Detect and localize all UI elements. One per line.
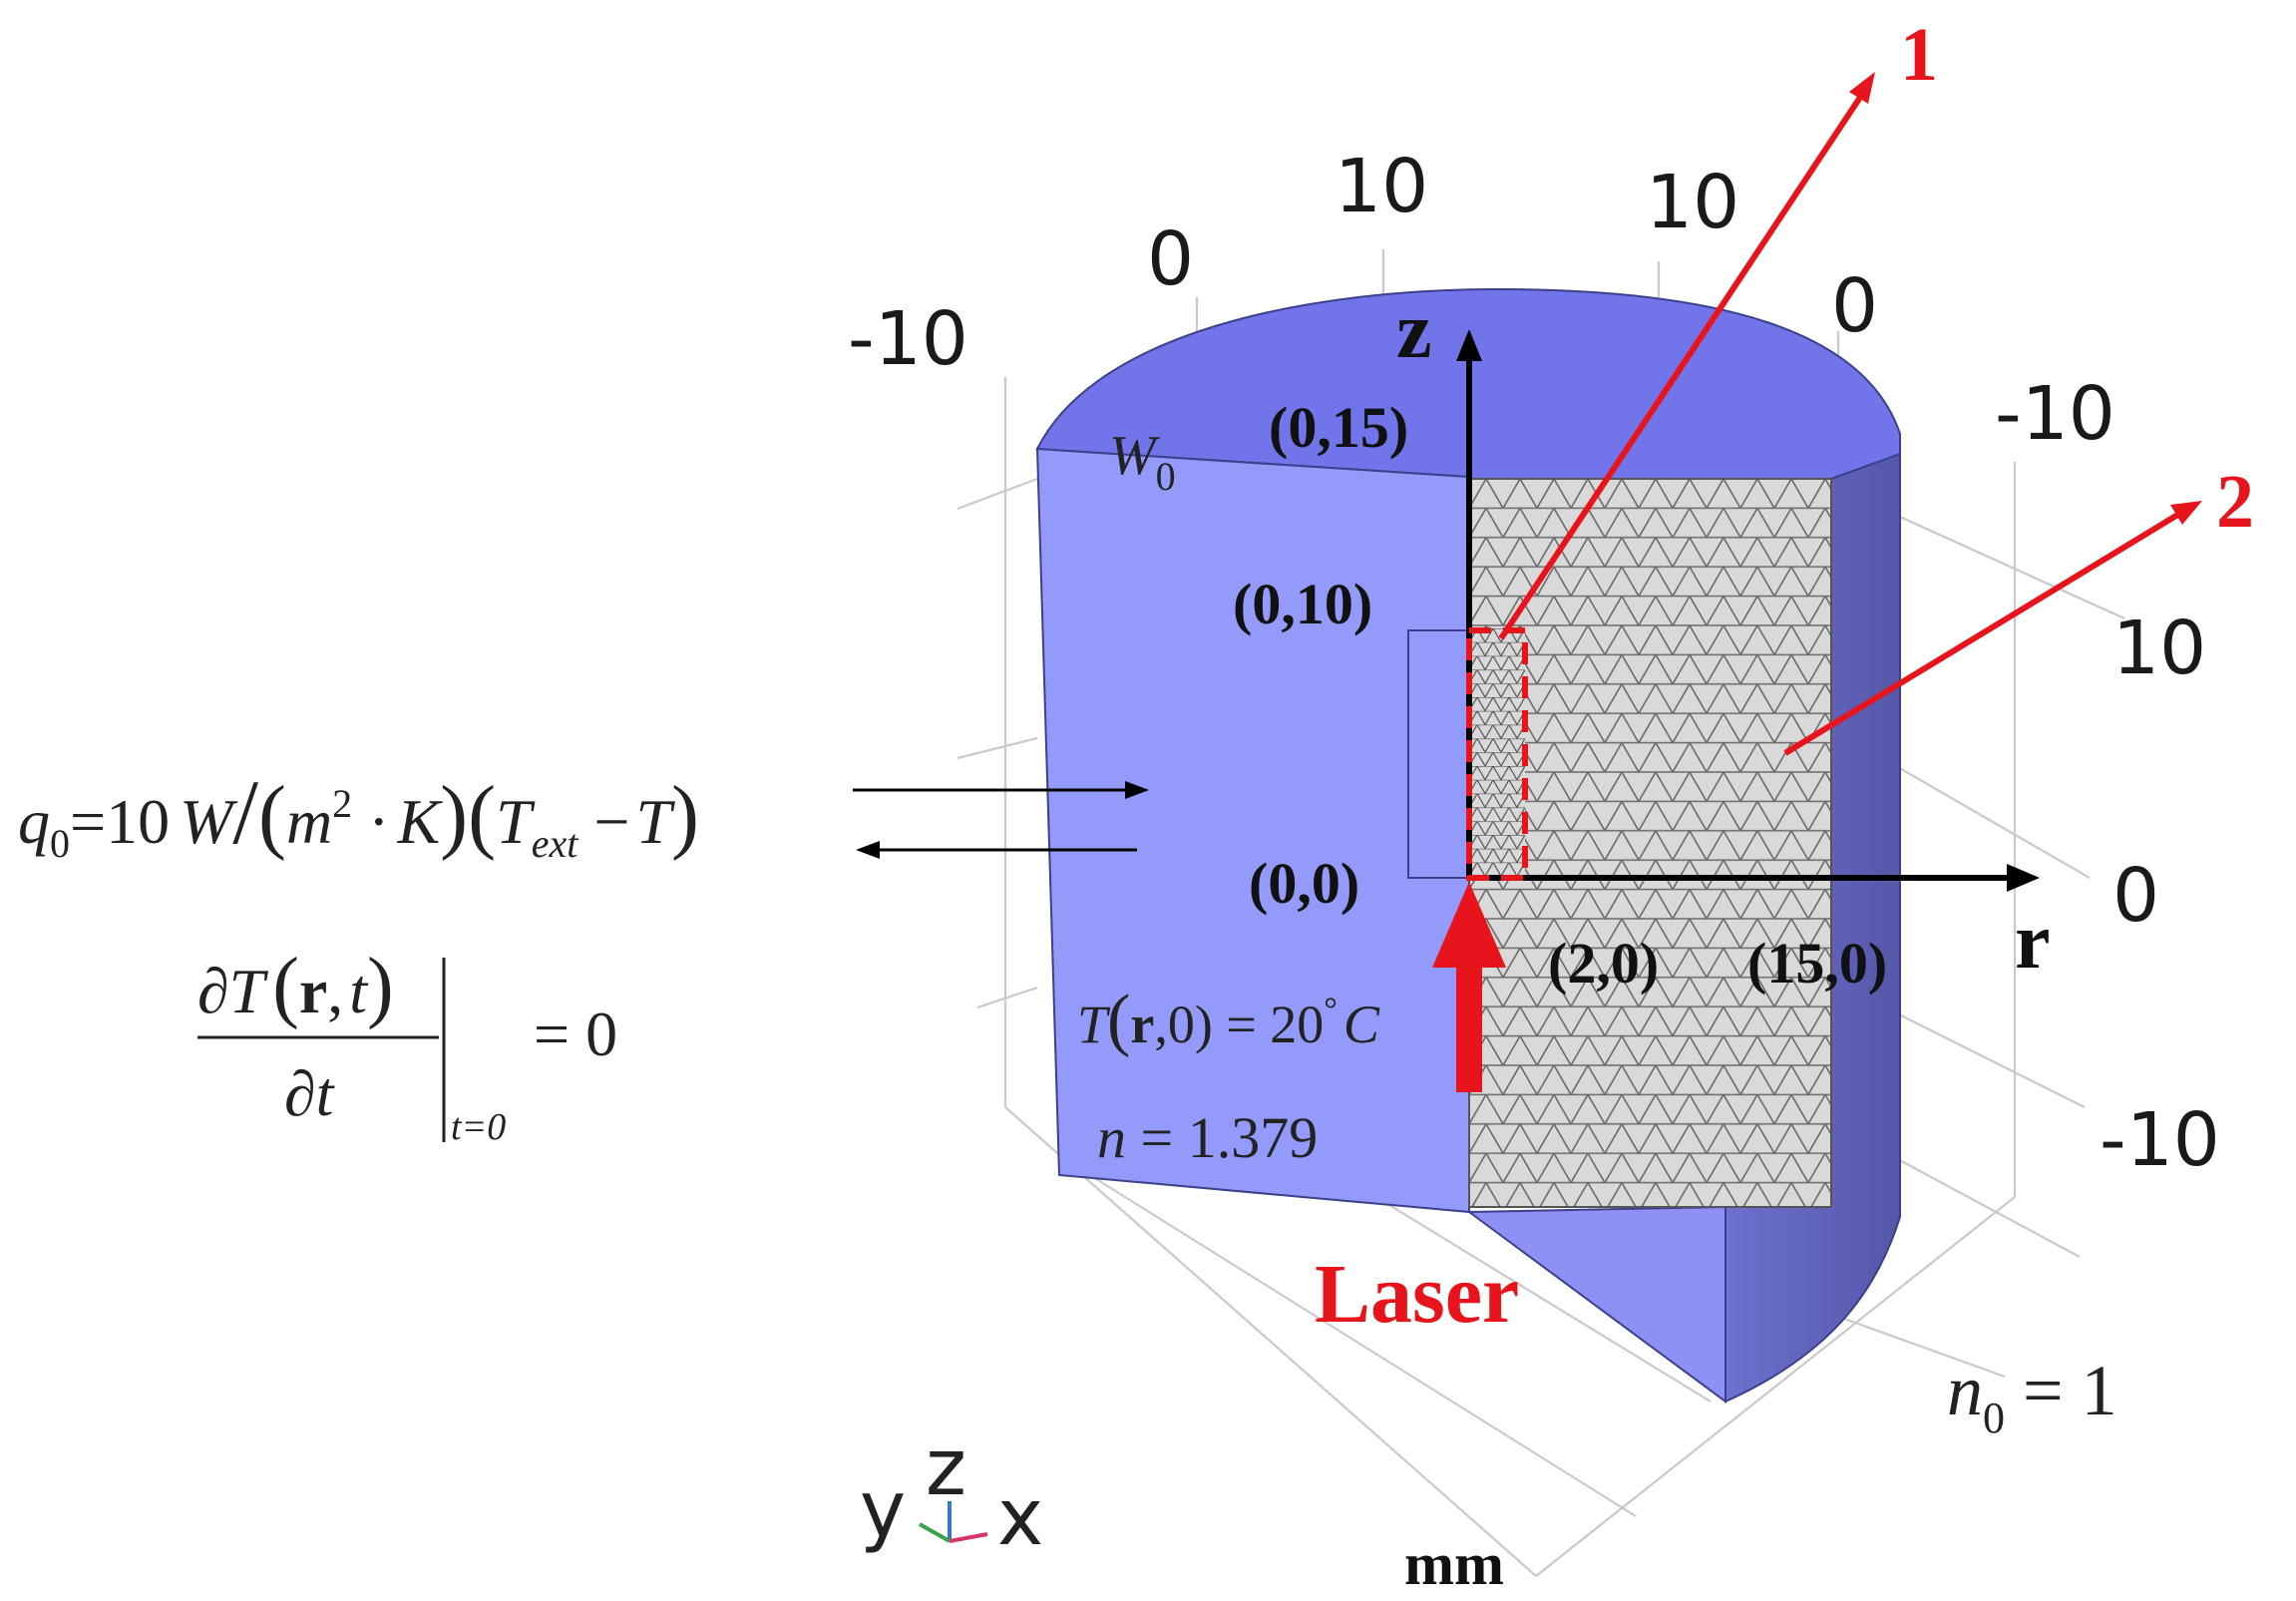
cylinder-front-wedge: [1466, 1205, 1726, 1403]
triad-x-axis: [949, 1532, 988, 1543]
region-1-label: 1: [1900, 13, 1938, 97]
w0-label: W0: [1109, 425, 1176, 499]
laser-label: Laser: [1315, 1248, 1519, 1341]
derivative-numerator: ∂T(r,t): [197, 943, 394, 1030]
coord-label-15-0: (15,0): [1747, 931, 1887, 996]
coord-label-0-10: (0,10): [1233, 572, 1372, 636]
orientation-triad: y z x: [860, 1423, 1043, 1563]
refractive-index-label: n = 1.379: [1097, 1105, 1318, 1170]
triad-y-axis: [919, 1522, 951, 1543]
tick-label: 10: [2112, 605, 2206, 691]
region-2-label: 2: [2216, 460, 2254, 544]
heat-flux-arrows: [853, 781, 1149, 859]
region-1-box: [1466, 627, 1528, 881]
triad-x-label: x: [997, 1473, 1043, 1563]
pointer-1-arrowhead: [1849, 72, 1875, 104]
tick-label: 0: [2112, 853, 2159, 939]
tick-label: -10: [848, 296, 968, 382]
coord-label-0-15: (0,15): [1269, 395, 1408, 460]
unit-label: mm: [1404, 1531, 1504, 1597]
r-axis-label: r: [2015, 898, 2051, 986]
z-axis-arrowhead: [1456, 329, 1482, 361]
ambient-refractive-index-label: n0 = 1: [1947, 1351, 2117, 1442]
tick-label: -10: [1995, 371, 2115, 457]
cylinder-cut-face: [1035, 447, 1470, 1214]
derivative-denominator: ∂t: [284, 1058, 336, 1129]
tick-label: -10: [2100, 1097, 2220, 1183]
coord-label-2-0: (2,0): [1548, 931, 1659, 996]
region-pointers: [1498, 72, 2202, 756]
tick-label: 0: [1831, 263, 1878, 349]
tick-label: 0: [1147, 216, 1194, 302]
initial-temperature-label: T(r,0) = 20°C: [1077, 982, 1380, 1058]
tick-labels: -10 0 10 10 0 -10 10 0 -10: [848, 144, 2220, 1183]
triad-z-label: z: [926, 1423, 966, 1513]
laser-arrow: [1432, 882, 1506, 1092]
mesh-section: [1468, 478, 1832, 1208]
tick-label: 10: [1646, 160, 1739, 245]
pointer-2-arrowhead: [2170, 501, 2202, 525]
coordinate-labels: (0,15) (0,10) (0,0) (2,0) (15,0): [1233, 395, 1887, 996]
z-axis-label: z: [1396, 287, 1432, 375]
coord-label-0-0: (0,0): [1249, 851, 1359, 916]
r-axis-arrowhead: [2007, 864, 2040, 892]
tick-label: 10: [1335, 144, 1428, 229]
evaluation-point: t=0: [451, 1106, 506, 1148]
initial-derivative-condition: ∂T(r,t) ∂t t=0 = 0: [197, 943, 617, 1148]
derivative-rhs: = 0: [534, 999, 617, 1069]
triad-y-label: y: [860, 1465, 906, 1555]
